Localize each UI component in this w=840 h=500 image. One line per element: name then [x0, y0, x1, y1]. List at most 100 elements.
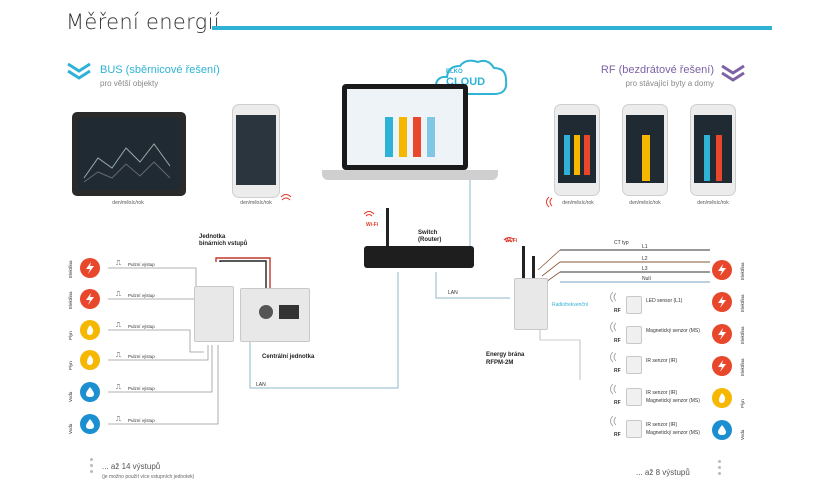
lan-label: LAN: [448, 290, 458, 296]
sensor-label: Magnetický senzor (MS): [646, 398, 700, 404]
rf-tag: RF: [614, 338, 621, 344]
bolt-icon: [80, 258, 100, 278]
line-l3: L3: [642, 266, 648, 272]
switch-label: Switch (Router): [418, 230, 442, 243]
binary-input-unit: [194, 286, 234, 342]
footer-right: ... až 8 výstupů: [636, 468, 690, 477]
meter-label: Elektřina: [740, 294, 745, 312]
wifi-label: Wi-Fi: [366, 222, 379, 228]
meter-label: Plyn: [740, 399, 745, 408]
phone-caption: den/měsíc/rok: [240, 200, 272, 206]
bolt-icon: [712, 324, 732, 344]
pulse-icon: ⎍: [116, 384, 121, 391]
router: [364, 246, 474, 268]
drop-icon: [712, 420, 732, 440]
sensor-label: IR senzor (IR): [646, 390, 678, 396]
pulse-output-label: Pulzní výstup: [128, 262, 155, 267]
gateway-antenna: [532, 256, 535, 282]
bolt-icon: [712, 260, 732, 280]
phone: [622, 104, 668, 196]
flame-icon: [80, 350, 100, 370]
pulse-output-label: Pulzní výstup: [128, 386, 155, 391]
rf-sensor: [626, 356, 642, 374]
page-title: Měření energií: [66, 10, 220, 34]
pulse-icon: ⎍: [116, 291, 121, 298]
line-l2: L2: [642, 256, 648, 262]
meter-label: Elektřina: [740, 262, 745, 280]
rf-sensor: [626, 296, 642, 314]
phone: [232, 104, 280, 198]
bolt-icon: [80, 289, 100, 309]
router-antenna: [386, 208, 389, 248]
radio-module-label: Radiofrekvenční: [552, 302, 589, 308]
dots-icon: [90, 458, 93, 476]
pulse-output-label: Pulzní výstup: [128, 354, 155, 359]
drop-icon: [80, 414, 100, 434]
gateway-model: RFPM-2M: [486, 360, 514, 366]
bolt-icon: [712, 292, 732, 312]
ct-label: CT typ: [614, 240, 629, 246]
phone-caption: den/měsíc/rok: [629, 200, 661, 206]
phone-caption: den/měsíc/rok: [562, 200, 594, 206]
rf-signal-icon: [604, 382, 618, 400]
rf-signal-icon: [604, 290, 618, 308]
phone: [690, 104, 736, 196]
line-n: Nulí: [642, 276, 651, 282]
sensor-label: LED sensor (L1): [646, 298, 683, 304]
flame-icon: [712, 388, 732, 408]
gateway-label: Energy brána: [486, 352, 525, 358]
rf-title: RF (bezdrátové řešení): [600, 64, 714, 76]
pulse-output-label: Pulzní výstup: [128, 324, 155, 329]
rf-tag: RF: [614, 432, 621, 438]
meter-label: Voda: [740, 429, 745, 440]
pulse-output-label: Pulzní výstup: [128, 293, 155, 298]
pulse-icon: ⎍: [116, 322, 121, 329]
rf-tag: RF: [614, 368, 621, 374]
dots-icon: [718, 460, 721, 478]
bus-title: BUS (sběrnicové řešení): [100, 64, 220, 76]
chevron-down-icon: [67, 62, 91, 80]
rf-sensor: [626, 420, 642, 438]
laptop-base: [322, 170, 498, 180]
pulse-output-label: Pulzní výstup: [128, 418, 155, 423]
rf-signal-icon: [604, 320, 618, 338]
wifi-icon: [503, 237, 515, 243]
rf-tag: RF: [614, 308, 621, 314]
title-underline: [212, 26, 772, 30]
chart-icon: [83, 143, 171, 183]
tablet-caption: den/měsíc/rok: [112, 200, 144, 206]
pulse-icon: ⎍: [116, 352, 121, 359]
line-l1: L1: [642, 244, 648, 250]
sensor-label: IR senzor (IR): [646, 422, 678, 428]
meter-label: Plyn: [68, 361, 73, 370]
meter-label: Voda: [68, 391, 73, 402]
tablet: [72, 112, 186, 196]
wifi-icon: [546, 196, 553, 208]
footer-left: ... až 14 výstupů: [102, 462, 161, 471]
central-unit: [240, 288, 310, 342]
footer-left-sub: (je možno použít více vstupních jednotek…: [102, 474, 195, 480]
rf-sensor: [626, 326, 642, 344]
cloud-brand: ELKO: [446, 69, 463, 75]
drop-icon: [80, 382, 100, 402]
phone: [554, 104, 600, 196]
meter-label: Voda: [68, 423, 73, 434]
rf-subtitle: pro stávající byty a domy: [625, 79, 714, 88]
flame-icon: [80, 320, 100, 340]
sensor-label: IR senzor (IR): [646, 358, 678, 364]
sensor-label: Magnetický senzor (MS): [646, 328, 700, 334]
phone-caption: den/měsíc/rok: [697, 200, 729, 206]
pulse-icon: ⎍: [116, 416, 121, 423]
meter-label: Plyn: [68, 331, 73, 340]
meter-label: Elektřina: [740, 358, 745, 376]
gateway-antenna: [522, 246, 525, 280]
laptop-screen: [342, 84, 468, 170]
central-unit-label: Centrální jednotka: [262, 354, 315, 360]
bolt-icon: [712, 356, 732, 376]
rf-tag: RF: [614, 400, 621, 406]
binary-unit-label: Jednotka binárních vstupů: [199, 234, 248, 247]
sensor-label: Magnetický senzor (MS): [646, 430, 700, 436]
chevron-down-icon: [721, 64, 745, 82]
meter-label: Elektřina: [68, 260, 73, 278]
meter-label: Elektřina: [740, 326, 745, 344]
